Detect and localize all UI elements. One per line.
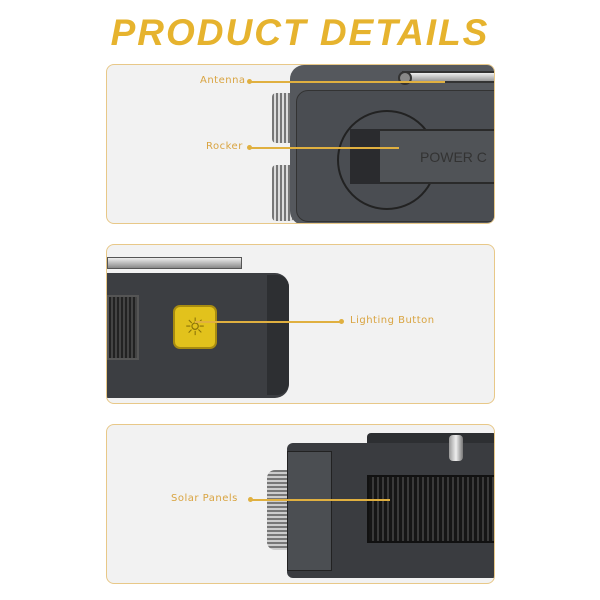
page-title: PRODUCT DETAILS — [110, 12, 490, 53]
radio-solar-image — [267, 425, 494, 583]
callout-solar-panels: Solar Panels — [171, 493, 238, 504]
callout-rocker: Rocker — [206, 141, 243, 152]
radio-device-image: POWER C — [262, 65, 494, 223]
device-power-text: POWER C — [420, 149, 487, 165]
detail-panel-antenna-rocker: POWER C Antenna Rocker — [106, 64, 495, 224]
detail-panel-solar-panels: Solar Panels — [106, 424, 495, 584]
lighting-button: ☼ — [173, 305, 217, 349]
callout-lighting-button: Lighting Button — [350, 315, 435, 326]
detail-panel-lighting-button: ☼ Lighting Button — [106, 244, 495, 404]
callout-antenna: Antenna — [200, 75, 246, 86]
sun-icon: ☼ — [184, 313, 206, 341]
